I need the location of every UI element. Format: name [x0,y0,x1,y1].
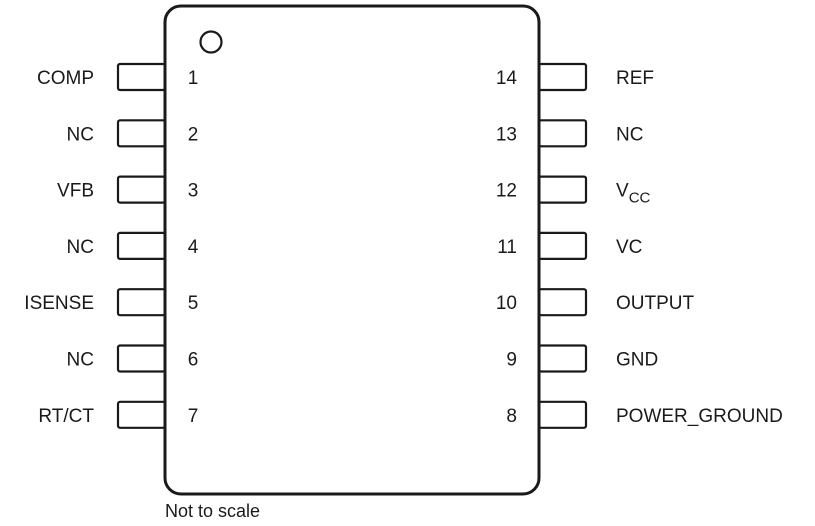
pin1-indicator-dot [199,30,223,54]
pin-name: NC [67,350,94,371]
pin-name: NC [616,124,643,145]
pin-name: ISENSE [24,293,94,314]
pin-number: 10 [496,293,517,314]
pin-name: VFB [57,181,94,202]
left-pin-5 [116,288,167,317]
pin-name: GND [616,350,658,371]
pin-name: REF [616,68,654,89]
pin-number: 8 [506,406,517,427]
right-pin-12 [537,175,588,204]
pin-number: 4 [188,237,199,258]
pin-number: 3 [188,181,199,202]
pin-name: RT/CT [38,406,94,427]
pin-number: 13 [496,124,517,145]
right-pin-8 [537,400,588,429]
pin-name: COMP [37,68,94,89]
pin-name: NC [67,237,94,258]
pin-name: VCC [616,181,651,207]
pin-number: 5 [188,293,199,314]
pin-name: OUTPUT [616,293,695,314]
right-pin-11 [537,231,588,260]
left-pin-1 [116,62,167,92]
left-pin-7 [116,400,167,429]
pin-name: VC [616,237,642,258]
left-pin-6 [116,344,167,373]
right-pin-9 [537,344,588,373]
pin-number: 6 [188,350,199,371]
pin-number: 12 [496,181,517,202]
pin-number: 1 [188,68,199,89]
pin-number: 9 [506,350,517,371]
left-pin-4 [116,231,167,260]
pin-number: 14 [496,68,518,89]
footnote: Not to scale [165,501,260,521]
left-pin-2 [116,119,167,148]
right-pin-14 [537,62,588,92]
pin-name: NC [67,124,94,145]
pin-number: 11 [497,237,517,258]
ic-package-body [163,4,541,496]
pin-number: 2 [188,124,199,145]
right-pin-10 [537,288,588,317]
pin-name: POWER_GROUND [616,406,783,427]
right-pin-13 [537,119,588,148]
left-pin-3 [116,175,167,204]
pin-number: 7 [188,406,199,427]
